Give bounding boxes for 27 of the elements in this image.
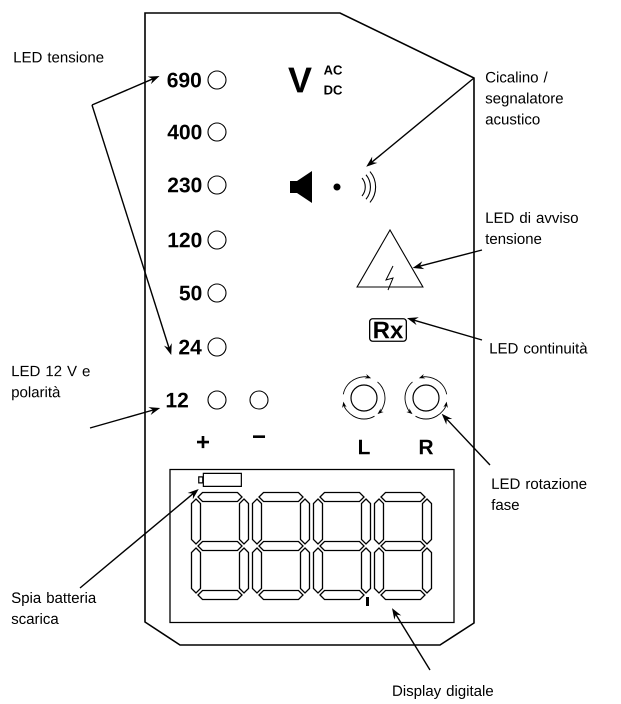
callout-text: Spia batteria scarica (12, 592, 96, 624)
voltage-symbol: DC (324, 85, 342, 95)
callout-text: Display digitale (393, 685, 493, 699)
callout-text: LED continuità (490, 342, 588, 354)
voltage-symbol: V (288, 68, 312, 92)
continuity-box: Rx (369, 318, 407, 342)
polarity-sign: + (197, 436, 210, 448)
callout-text: Cicalino / segnalatore acustico (486, 72, 563, 124)
voltage-value: 690 (168, 72, 201, 88)
callout-text: LED rotazione fase (491, 478, 586, 510)
callout-text: LED di avviso tensione (485, 212, 578, 244)
voltage-value: 120 (168, 232, 202, 248)
phase-letter: L (359, 440, 370, 454)
polarity-sign: − (253, 435, 266, 438)
battery-icon (198, 472, 242, 487)
rotation-led (342, 374, 386, 420)
voltage-symbol: AC (324, 65, 342, 75)
voltage-value: 400 (168, 124, 202, 140)
callout-text: LED tensione (14, 52, 104, 62)
voltage-value: 24 (179, 340, 202, 354)
speaker-icon (290, 171, 376, 203)
voltage-value: 50 (180, 286, 202, 300)
callout-text: LED 12 V e polarità (12, 366, 90, 400)
display-window (169, 468, 455, 624)
voltage-value: 230 (168, 178, 202, 192)
phase-letter: R (420, 440, 434, 454)
voltage-value: 12 (166, 392, 188, 408)
